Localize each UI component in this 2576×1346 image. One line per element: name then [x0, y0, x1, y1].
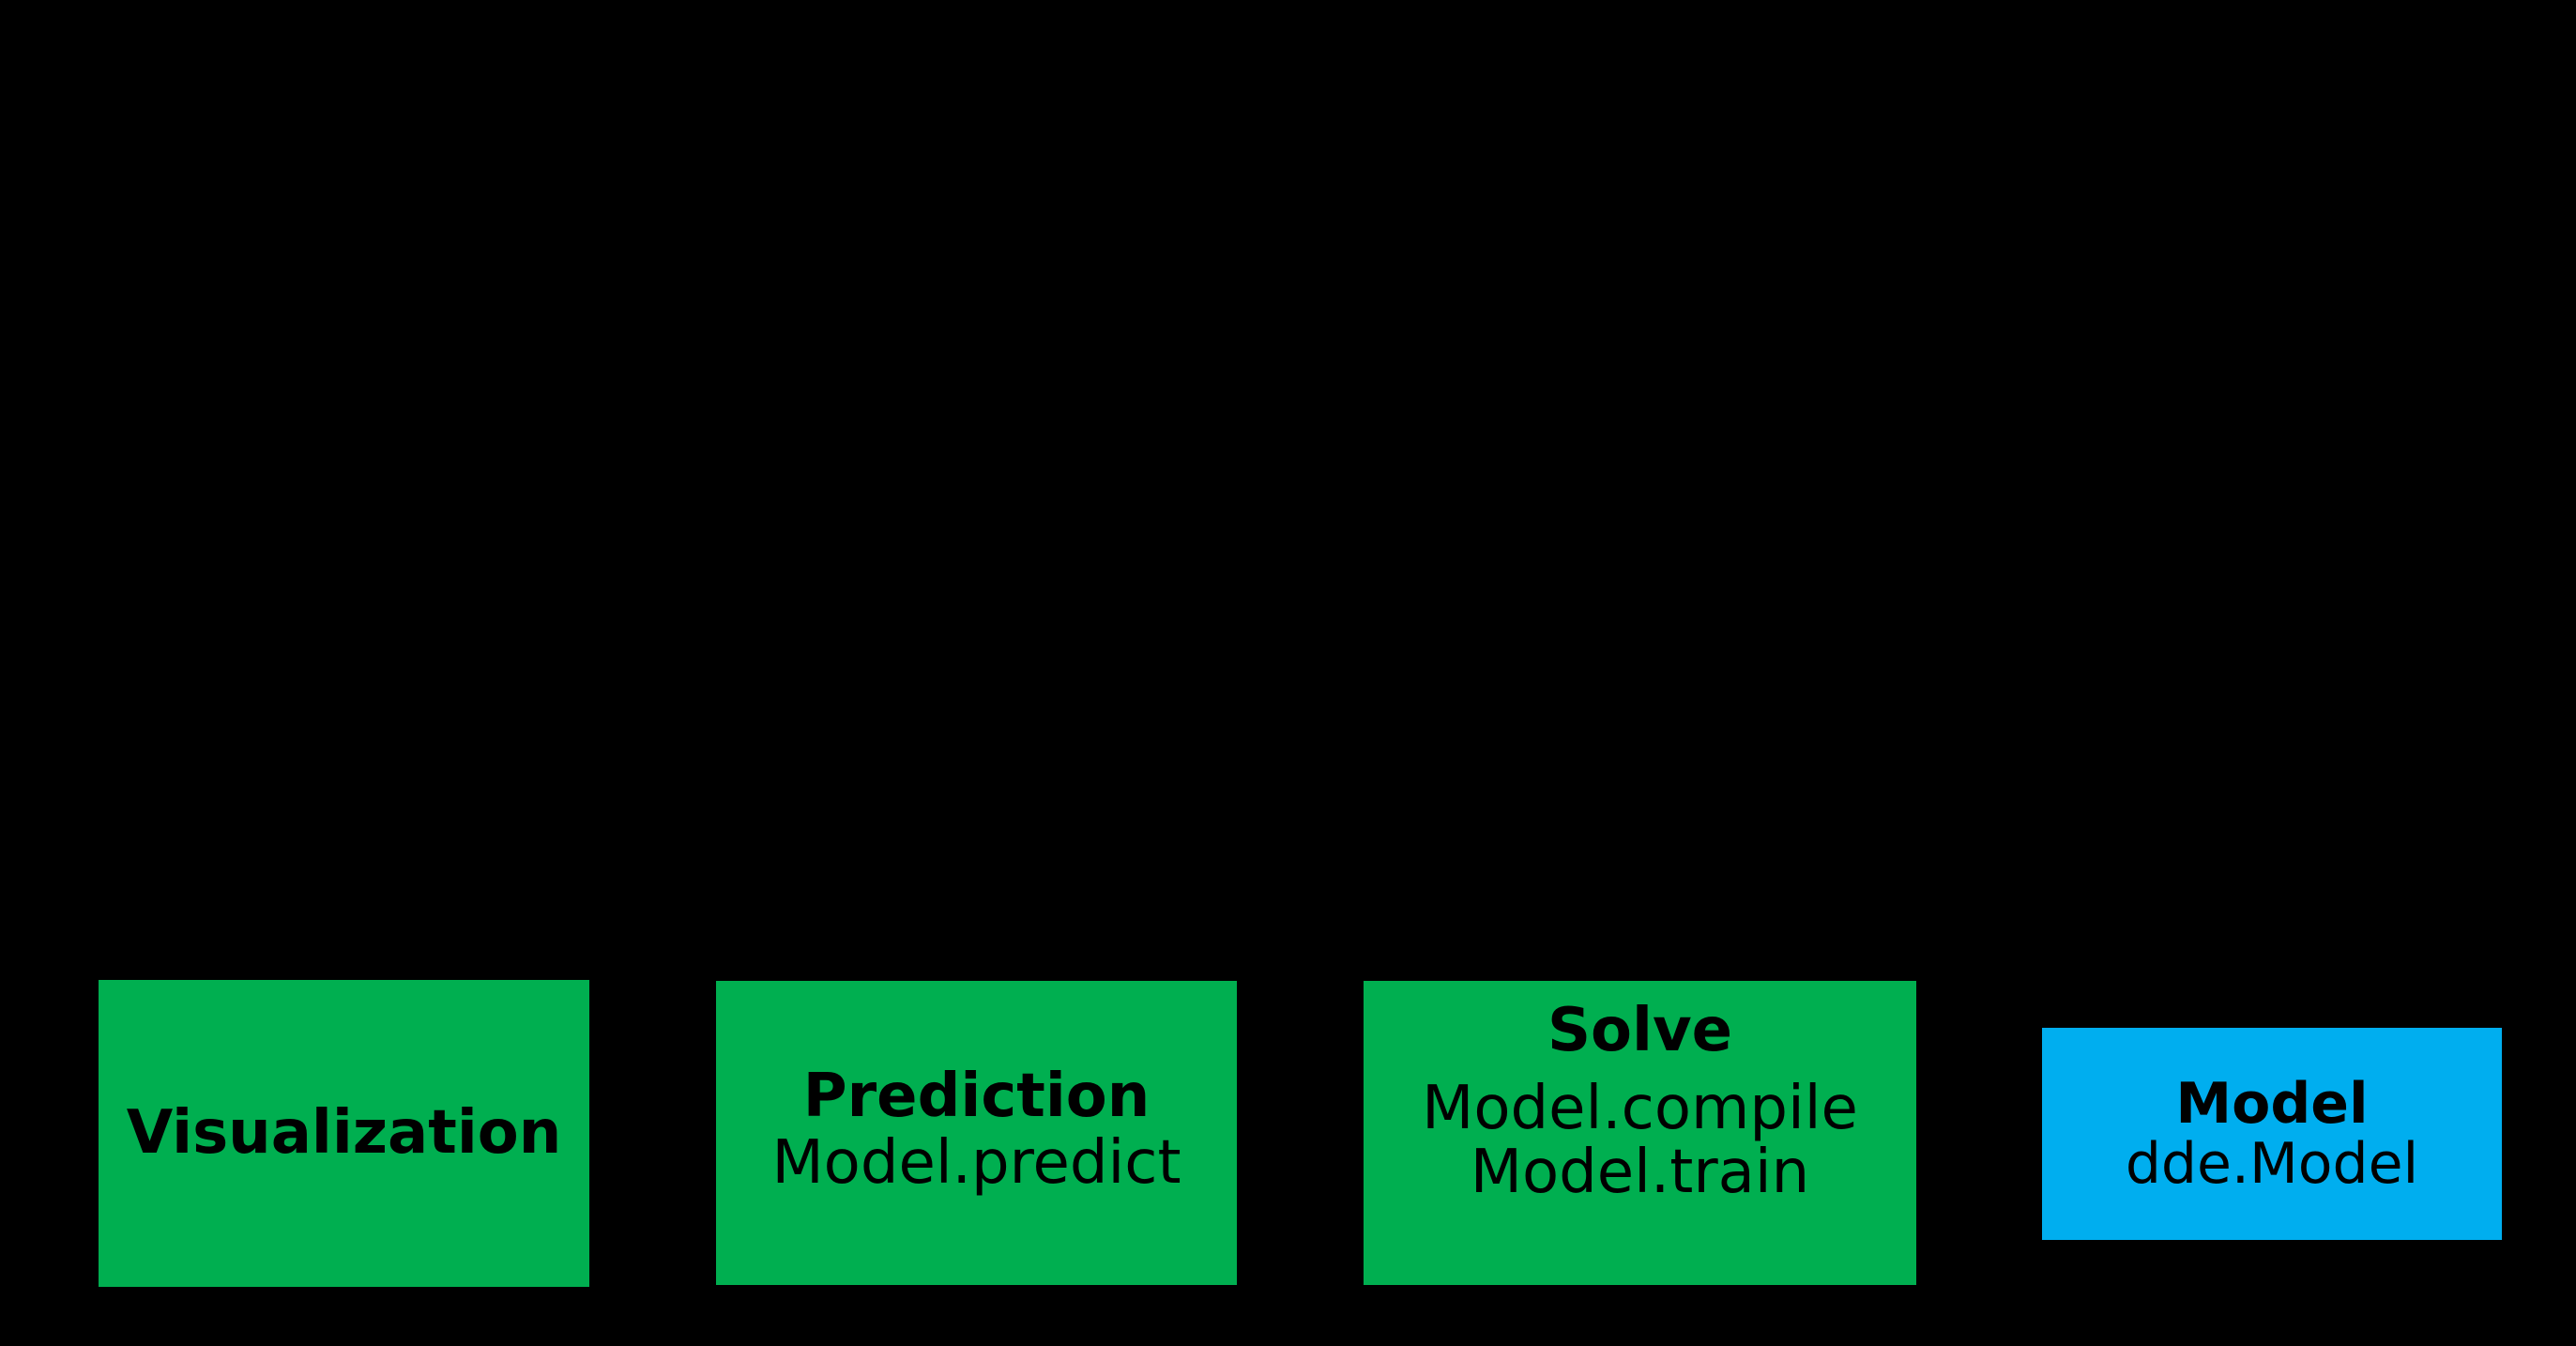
node-model-title: Model: [2175, 1070, 2369, 1137]
node-solve-api-train: Model.train: [1470, 1138, 1810, 1208]
node-model-api: dde.Model: [2125, 1131, 2419, 1197]
node-solve-api-compile: Model.compile: [1422, 1073, 1858, 1143]
node-visualization[interactable]: Visualization: [99, 980, 589, 1287]
node-solve[interactable]: Solve Model.compile Model.train: [1364, 981, 1916, 1285]
node-prediction-api: Model.predict: [771, 1128, 1181, 1198]
node-visualization-title: Visualization: [126, 1098, 562, 1169]
node-solve-title: Solve: [1547, 996, 1733, 1065]
node-prediction-title: Prediction: [802, 1062, 1151, 1132]
node-prediction[interactable]: Prediction Model.predict: [716, 981, 1237, 1285]
node-model[interactable]: Model dde.Model: [2042, 1028, 2502, 1240]
